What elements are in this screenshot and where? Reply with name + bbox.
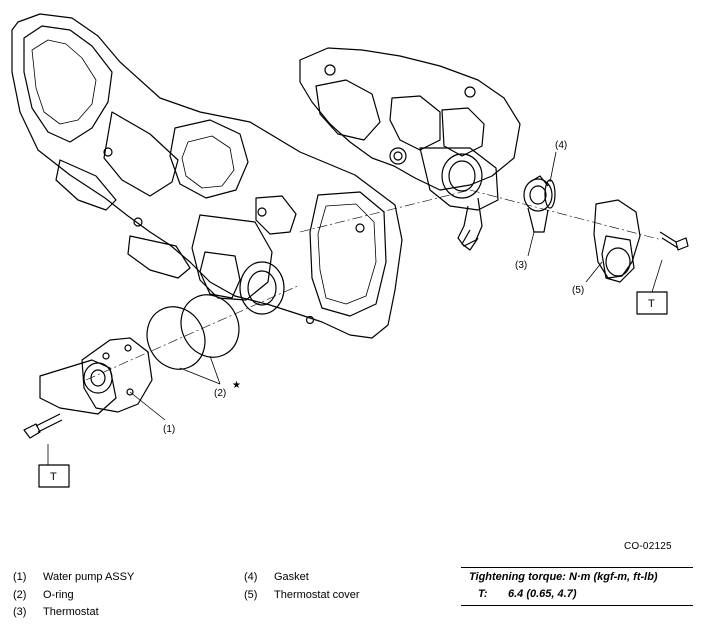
torque-box-right <box>636 291 668 315</box>
legend-num: (2) <box>13 588 27 601</box>
torque-value: 6.4 (0.65, 4.7) <box>508 588 577 600</box>
legend-item: (1) Water pump ASSY <box>13 569 134 587</box>
legend-num: (3) <box>13 606 27 618</box>
legend-label: Thermostat cover <box>274 588 360 601</box>
callout-5: (5) <box>572 285 584 296</box>
callout-4: (4) <box>555 140 567 151</box>
legend-item: (2) O-ring <box>13 587 134 605</box>
torque-letter: T: <box>478 588 488 600</box>
leader-lines <box>47 151 663 465</box>
legend-label: Gasket <box>274 571 309 583</box>
legend-left: (1) Water pump ASSY (2) O-ring (3) Thermost… <box>13 569 134 622</box>
timing-belt-cover <box>11 13 403 339</box>
torque-spec-box: Tightening torque: N·m (kgf-m, ft-lb) T:… <box>461 567 693 606</box>
legend-num: (5) <box>244 588 258 601</box>
legend-item: (3) Thermostat <box>13 604 134 622</box>
star-icon: ★ <box>232 380 241 391</box>
torque-value-row: T: 6.4 (0.65, 4.7) <box>478 588 577 600</box>
thermostat <box>523 175 553 233</box>
water-pump-assy <box>39 337 153 415</box>
torque-marker-left: T <box>50 471 57 483</box>
torque-marker-right: T <box>648 298 655 310</box>
figure-code: CO-02125 <box>624 541 672 552</box>
legend-label: Water pump ASSY <box>43 571 135 583</box>
o-ring-pair <box>146 294 240 370</box>
torque-box-left <box>38 464 70 488</box>
legend-item: (4) Gasket <box>244 569 360 587</box>
bolt-thermostat-cover <box>659 231 689 251</box>
bolt-pump <box>23 413 63 439</box>
thermostat-cover <box>593 199 641 283</box>
legend-label: Thermostat <box>43 606 99 618</box>
pump-mount-opening <box>199 251 285 315</box>
legend-num: (1) <box>13 571 27 583</box>
callout-1: (1) <box>163 424 175 435</box>
legend-num: (4) <box>244 571 258 583</box>
exploded-diagram: (1) (2) ★ (3) (4) (5) T T <box>11 13 689 488</box>
torque-title: Tightening torque: N·m (kgf-m, ft-lb) <box>469 571 658 583</box>
legend-label: O-ring <box>43 588 74 601</box>
callout-2: (2) <box>214 388 226 399</box>
callout-3: (3) <box>515 260 527 271</box>
engine-block <box>299 47 521 251</box>
legend-right: (4) Gasket (5) Thermostat cover <box>244 569 360 604</box>
legend-item: (5) Thermostat cover <box>244 587 360 605</box>
center-lines <box>85 189 663 381</box>
